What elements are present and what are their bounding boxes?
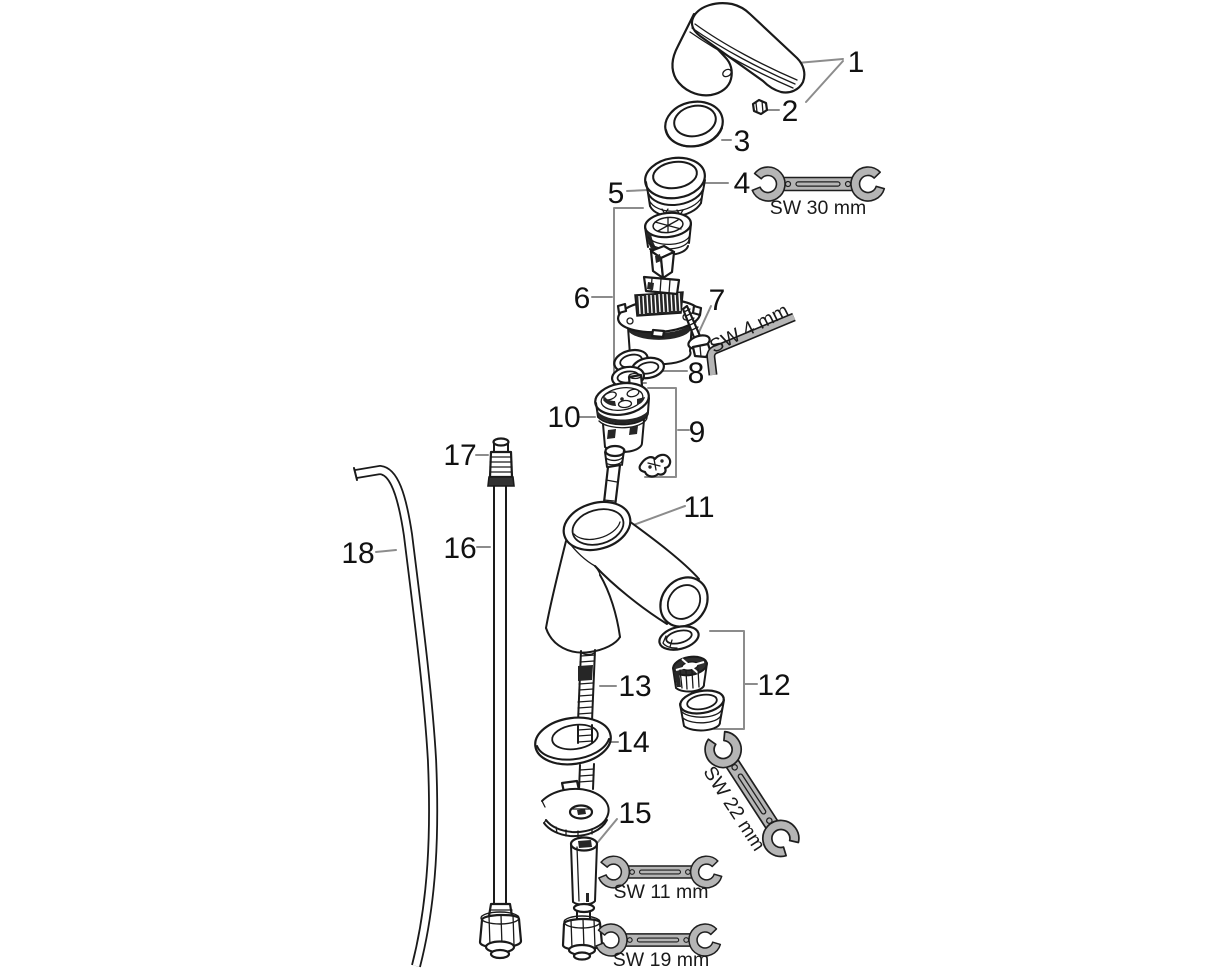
threaded-rod-through-seal <box>577 724 593 744</box>
part-label-13: 13 <box>618 670 651 703</box>
part-label-2: 2 <box>782 95 799 128</box>
part-label-11: 11 <box>683 491 714 524</box>
part-label-4: 4 <box>734 167 751 200</box>
hex-key-icon <box>706 312 796 376</box>
aerator-insert-drawing <box>672 655 708 693</box>
grub-screw-drawing <box>751 98 769 116</box>
wrench-sw19-label: SW 19 mm <box>613 949 709 971</box>
trim-ring-drawing <box>664 100 724 148</box>
retainer-clip-drawing <box>638 453 672 478</box>
part-label-6: 6 <box>574 282 591 315</box>
part-label-10: 10 <box>547 401 580 434</box>
mounting-clamp-drawing <box>541 787 610 838</box>
part-label-7: 7 <box>709 284 726 317</box>
wrench-sw30-label: SW 30 mm <box>770 197 866 219</box>
bracket-part-9 <box>644 387 677 478</box>
part-label-1: 1 <box>848 46 865 79</box>
mounting-socket-drawing <box>561 836 604 961</box>
handle-drawing <box>671 2 806 97</box>
part-label-14: 14 <box>616 726 649 759</box>
threaded-rod-drawing <box>577 649 596 723</box>
part-label-15: 15 <box>618 797 651 830</box>
supply-hose-nut-drawing <box>478 902 523 960</box>
part-label-8: 8 <box>688 357 705 390</box>
aerator-housing-drawing <box>679 689 725 732</box>
aerator-seal-drawing <box>658 625 700 651</box>
part-label-9: 9 <box>689 416 706 449</box>
fixing-screw-drawing <box>681 304 712 359</box>
part-label-17: 17 <box>443 439 476 472</box>
hose-connector-drawing <box>487 437 515 487</box>
base-seal-drawing <box>534 716 612 766</box>
wrench-sw11-label: SW 11 mm <box>614 881 709 903</box>
part-label-3: 3 <box>734 125 751 158</box>
leader-lines <box>375 58 844 843</box>
part-label-18: 18 <box>341 537 374 570</box>
outlet-hose-drawing <box>353 464 439 968</box>
bracket-part-12 <box>709 630 745 730</box>
faucet-body-drawing <box>545 500 709 654</box>
part-label-12: 12 <box>757 669 790 702</box>
ring-nut-drawing <box>644 156 706 207</box>
part-label-16: 16 <box>443 532 476 565</box>
control-valve-drawing <box>594 372 650 454</box>
part-label-5: 5 <box>608 177 625 210</box>
